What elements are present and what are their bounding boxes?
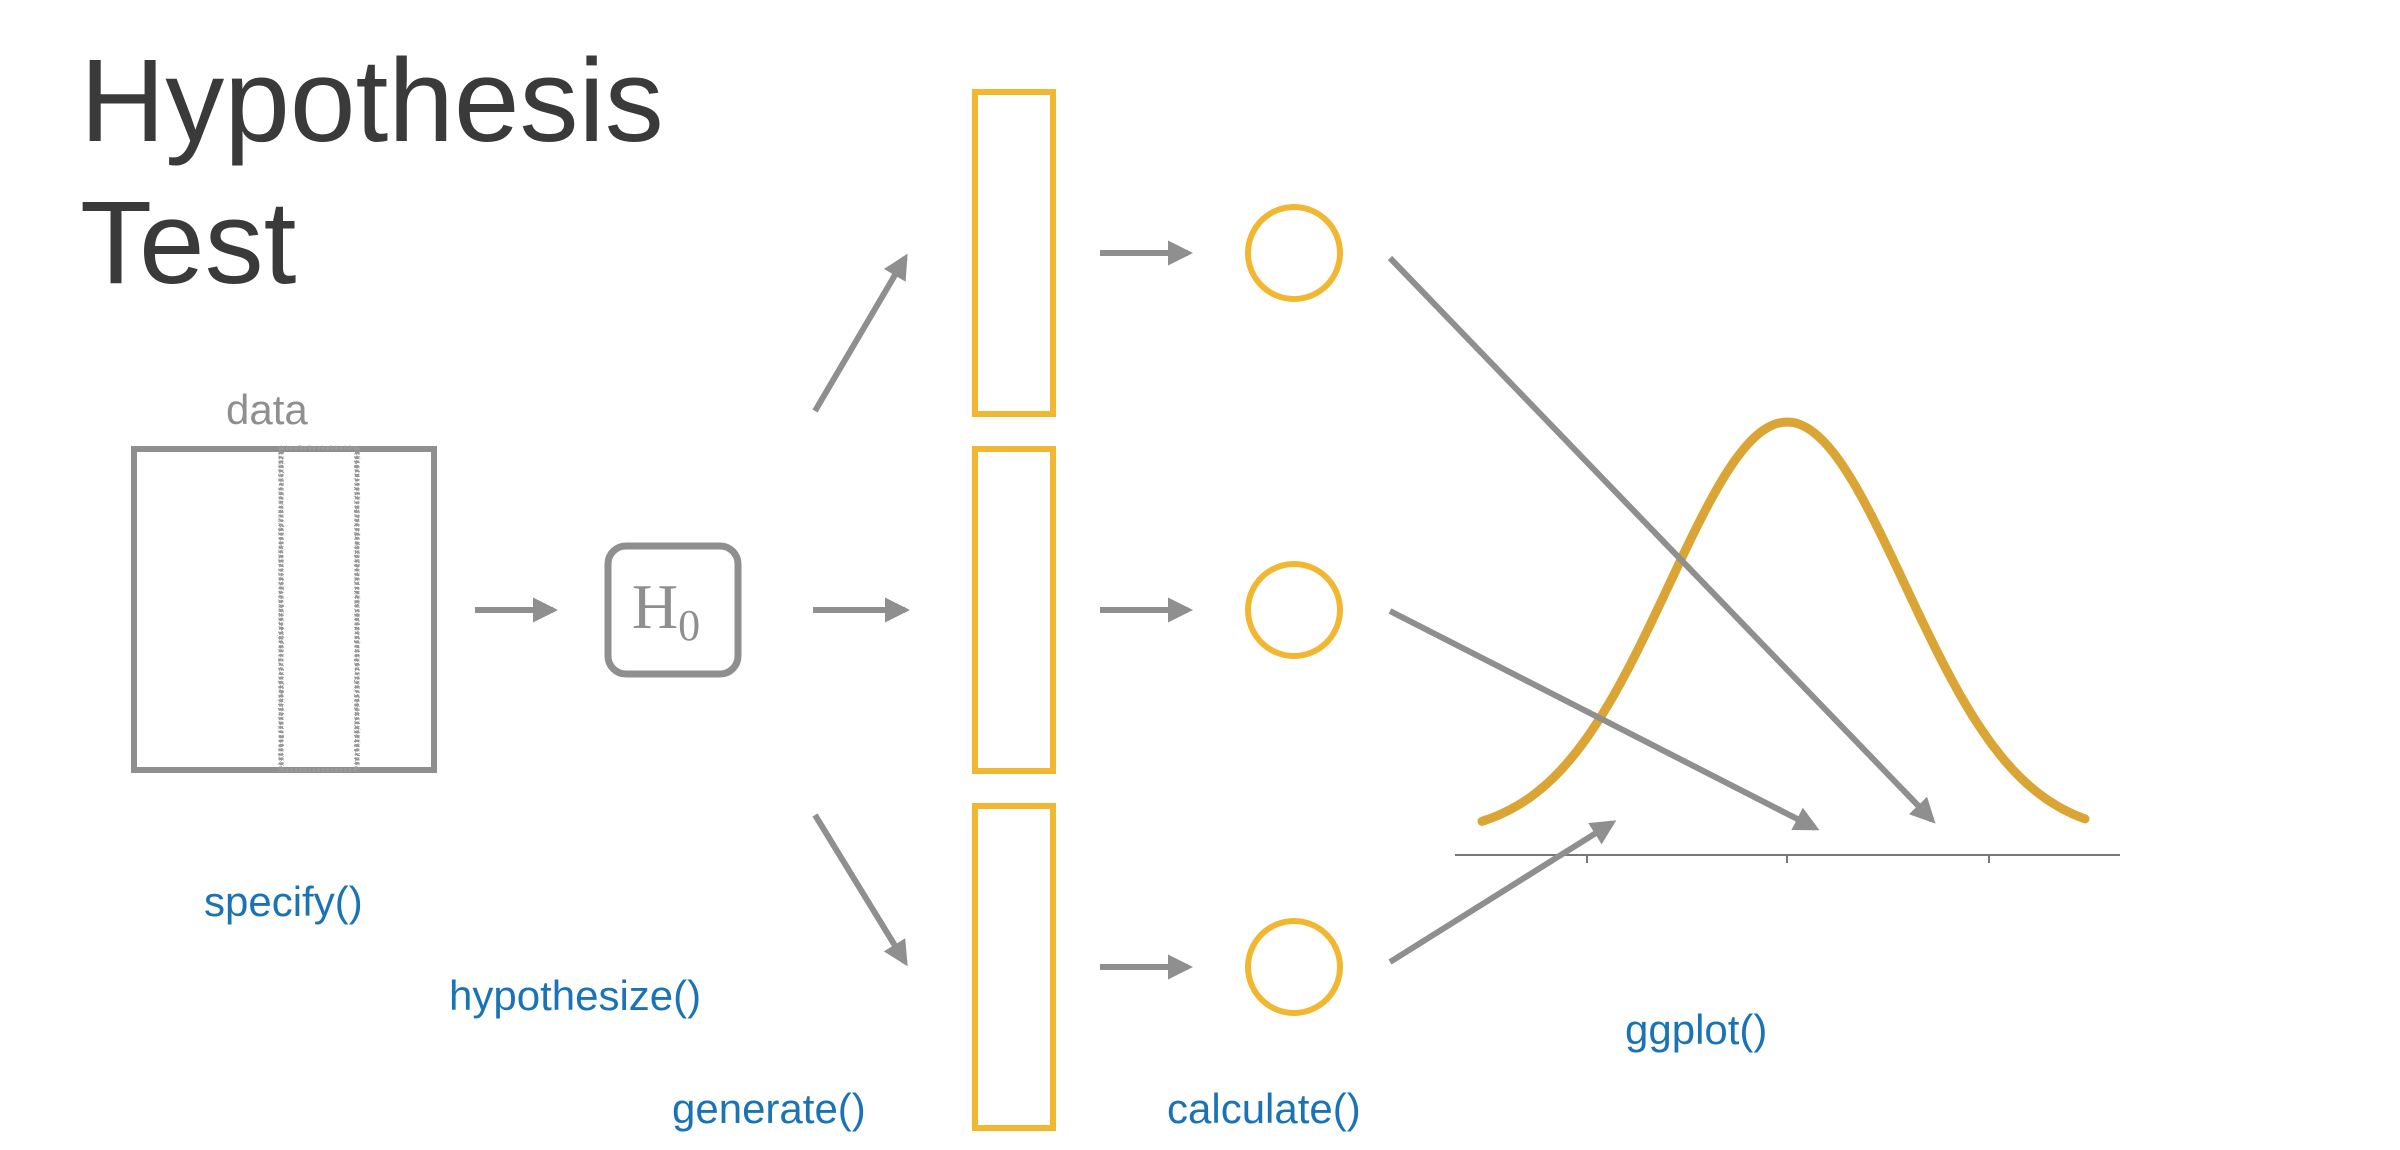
null-hypothesis-symbol: H0	[632, 571, 700, 650]
distribution-curve	[1477, 417, 2090, 826]
page-title: Hypothesis Test	[80, 30, 664, 314]
title-line-2: Test	[80, 177, 297, 309]
arrow-statistic-3-to-distribution	[1388, 820, 1617, 965]
title-line-1: Hypothesis	[80, 35, 664, 167]
visualize-function-label: ggplot()	[1625, 1006, 1768, 1053]
data-label: data	[226, 386, 308, 433]
arrow-hypothesis-to-sample-1	[812, 253, 908, 413]
generated-sample-3	[972, 803, 1056, 1131]
statistic-3	[1245, 918, 1343, 1016]
arrow-hypothesis-to-sample-3	[812, 813, 908, 967]
generated-sample-1	[972, 89, 1056, 417]
null-distribution-plot	[1455, 417, 2120, 863]
statistic-2	[1245, 561, 1343, 659]
data-table	[131, 446, 437, 773]
generated-sample-2	[972, 446, 1056, 774]
null-hypothesis-box: H0	[604, 542, 742, 678]
arrow-statistic-2-to-distribution	[1388, 608, 1820, 831]
hypothesize-function-label: hypothesize()	[449, 972, 702, 1019]
data-table-highlighted-column	[278, 446, 360, 772]
data-table-frame	[131, 446, 437, 773]
specify-function-label: specify()	[204, 878, 363, 925]
calculate-function-label: calculate()	[1167, 1085, 1361, 1132]
arrow-statistic-1-to-distribution	[1387, 255, 1936, 824]
generate-function-label: generate()	[672, 1085, 866, 1132]
statistic-1	[1245, 204, 1343, 302]
